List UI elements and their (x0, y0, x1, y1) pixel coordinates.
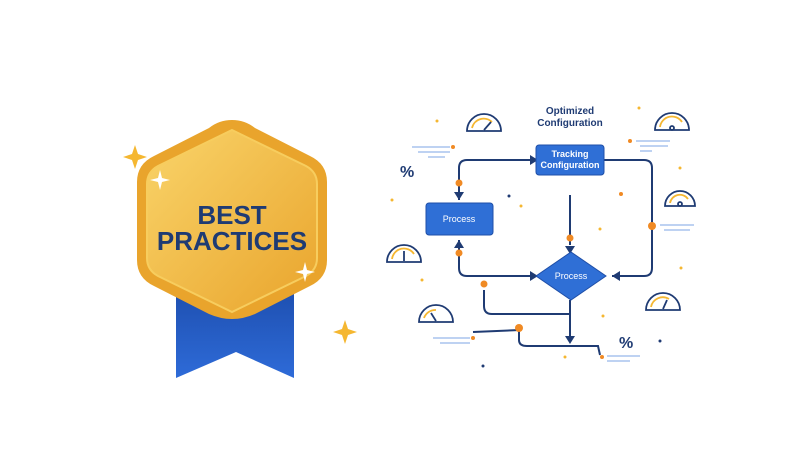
gauge-icon (386, 112, 696, 323)
tracking-label-2: Configuration (541, 160, 600, 170)
decorative-dots (481, 194, 662, 368)
tracking-label-1: Tracking (551, 149, 588, 159)
decorative-lines (412, 140, 694, 362)
process-box-label: Process (443, 214, 476, 224)
decorative-dots (451, 139, 632, 359)
badge-text-line2: PRACTICES (157, 226, 307, 256)
tracking-configuration-node[interactable] (535, 144, 605, 176)
process-box-node[interactable] (425, 202, 494, 236)
connector-dot (455, 179, 656, 332)
percent-symbol: % (619, 335, 633, 352)
sparkle-icon (123, 145, 357, 344)
percent-symbol: % (400, 164, 414, 181)
process-diamond-node[interactable] (535, 251, 607, 301)
badge-text-line1: BEST (197, 200, 266, 230)
process-diamond-label: Process (555, 271, 588, 281)
diagram-title-2: Configuration (537, 118, 603, 129)
sparkle-icon (150, 170, 315, 282)
flow-connectors (458, 159, 653, 356)
badge-inner (146, 128, 318, 314)
diagram-title-1: Optimized (546, 106, 594, 117)
decorative-dots (390, 106, 683, 359)
arrow-icon (454, 155, 620, 344)
